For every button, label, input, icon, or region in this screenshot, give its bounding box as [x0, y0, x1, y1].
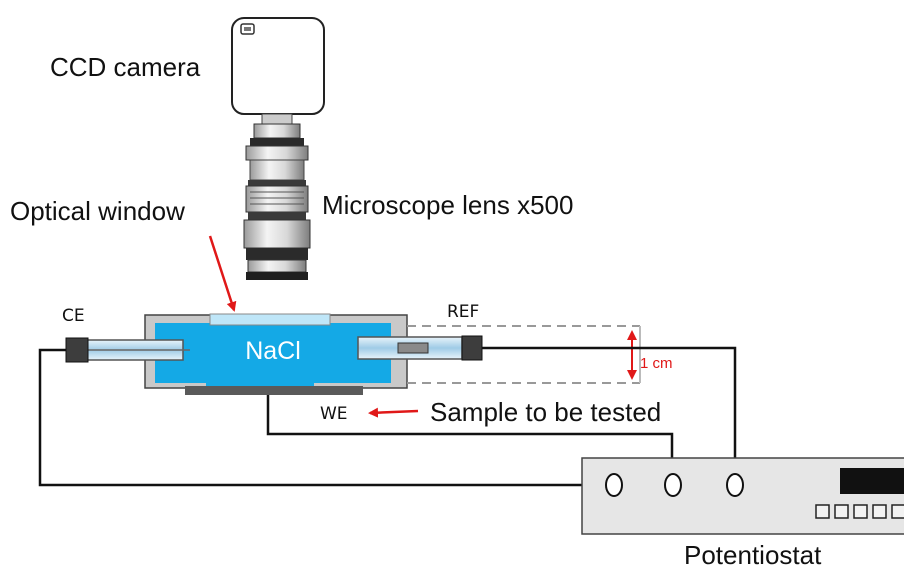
potentiostat-button: [815, 504, 830, 519]
ccd-camera: [231, 17, 325, 115]
ref-terminal: [726, 473, 744, 497]
lens-label: Microscope lens x500: [322, 190, 574, 220]
scale-label: 1 cm: [640, 355, 673, 372]
ce-electrode: [65, 337, 190, 363]
we-sample-plate: [185, 386, 363, 395]
scale-guides: [407, 325, 641, 384]
potentiostat-button: [891, 504, 904, 519]
camera-label: CCD camera: [50, 52, 201, 82]
we-label: WE: [320, 404, 348, 424]
sample-label: Sample to be tested: [430, 397, 662, 427]
potentiostat-button: [834, 504, 849, 519]
potentiostat-display: [840, 468, 904, 494]
potentiostat-label: Potentiostat: [684, 540, 822, 570]
ce-label: CE: [62, 306, 85, 326]
microscope-lens: [243, 113, 311, 280]
ref-electrode: [357, 335, 483, 361]
optical-window-label: Optical window: [10, 196, 185, 226]
potentiostat-button: [872, 504, 887, 519]
optical-window: [209, 313, 331, 326]
nacl-electrolyte: [155, 323, 391, 383]
wires: [38, 346, 737, 487]
optical-window-arrow: [208, 235, 237, 312]
potentiostat: [581, 457, 904, 535]
we-terminal: [664, 473, 682, 497]
we-arrow: [368, 407, 419, 418]
nacl-label: NaCl: [245, 337, 301, 365]
ce-terminal: [605, 473, 623, 497]
ref-label: REF: [447, 302, 480, 322]
potentiostat-button: [853, 504, 868, 519]
